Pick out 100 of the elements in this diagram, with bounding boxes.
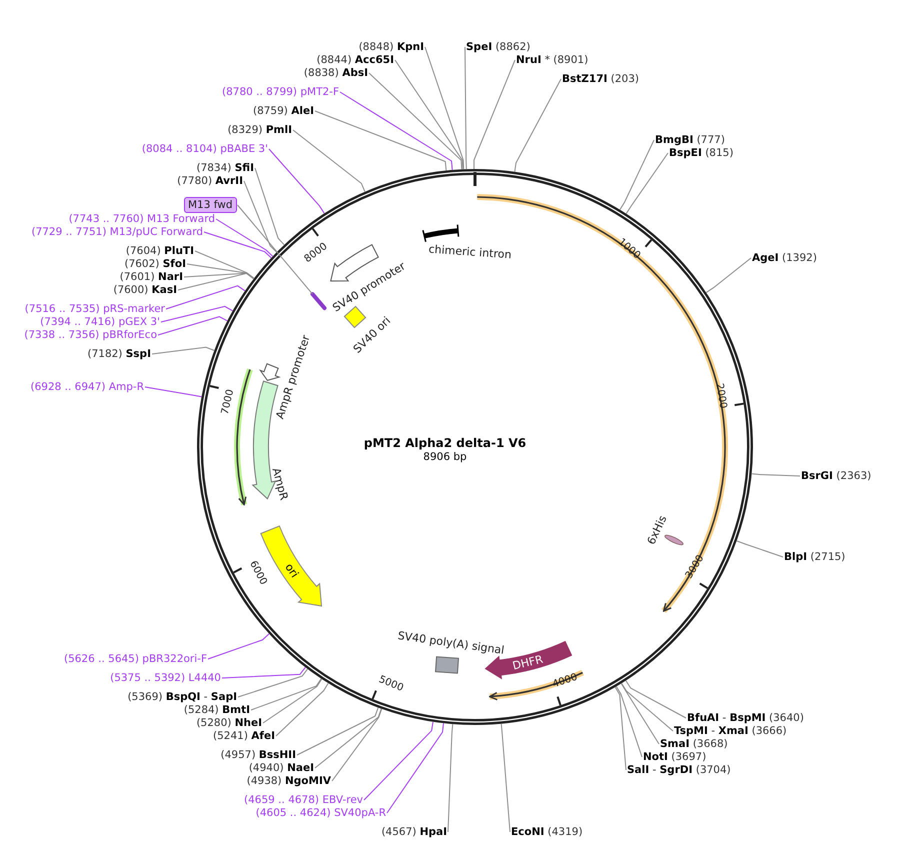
restriction-site-label: (7600) KasI: [113, 284, 177, 296]
restriction-site-label: (7601) NarI: [120, 271, 183, 283]
leader-line: [250, 678, 322, 710]
restriction-site-label: BfuAI - BspMI (3640): [687, 712, 804, 724]
leader-line: [751, 473, 800, 476]
leader-line: [474, 60, 516, 170]
primer-tag: M13 fwd: [184, 197, 237, 213]
scale-number: 5000: [377, 674, 406, 694]
leader-line: [144, 386, 202, 398]
leader-line: [448, 724, 454, 832]
leader-line: [314, 708, 382, 768]
leader-line: [314, 110, 447, 171]
restriction-site-label: EcoNI (4319): [511, 826, 583, 838]
leader-line: [262, 678, 322, 724]
restriction-site-label: (5369) BspQI - SapI: [128, 691, 237, 703]
restriction-site-label: BstZ17I (203): [562, 73, 639, 85]
primer-label: (5375 .. 5392) L4440: [110, 672, 221, 684]
restriction-site-label: BspEI (815): [669, 147, 734, 159]
leader-line: [706, 258, 752, 294]
leader-line: [160, 306, 234, 322]
leader-line: [238, 668, 308, 698]
restriction-site-label: AgeI (1392): [752, 252, 817, 264]
leader-line: [626, 152, 668, 214]
primer-label: (8780 .. 8799) pMT2-F: [222, 86, 339, 98]
leader-line: [237, 204, 313, 295]
restriction-site-label: (5284) BmtI: [184, 704, 250, 716]
primer-label: (5626 .. 5645) pBR322ori-F: [64, 653, 207, 665]
restriction-site-label: (7182) SspI: [87, 348, 151, 360]
restriction-site-label: (7834) SfiI: [196, 162, 254, 174]
leader-line: [222, 666, 306, 678]
restriction-site-label: (8329) PmlI: [228, 124, 292, 136]
restriction-site-label: (7604) PluTI: [126, 245, 194, 257]
leader-line: [296, 707, 379, 756]
restriction-site-label: NotI (3697): [643, 751, 706, 763]
leader-line: [514, 78, 562, 172]
leader-line: [619, 140, 654, 210]
leader-line: [244, 180, 278, 253]
leader-line: [186, 264, 254, 280]
primer-binding-mark: [310, 292, 326, 310]
leader-line: [332, 708, 382, 782]
leader-line: [464, 46, 467, 170]
primer-label: (7394 .. 7416) pGEX 3': [40, 316, 160, 328]
leader-line: [386, 722, 444, 814]
leader-line: [268, 148, 325, 214]
primer-label: (7516 .. 7535) pRS-marker: [24, 303, 165, 315]
restriction-site-label: (5241) AfeI: [213, 730, 275, 742]
leader-line: [158, 316, 228, 336]
restriction-site-label: SpeI (8862): [466, 41, 530, 53]
leader-line: [254, 168, 285, 246]
primer-label: (7729 .. 7751) M13/pUC Forward: [31, 226, 203, 238]
leader-line: [340, 92, 453, 170]
restriction-site-label: (4940) NaeI: [248, 762, 314, 774]
leader-line: [364, 721, 434, 800]
scale-number: 7000: [220, 388, 236, 416]
leader-line: [625, 680, 686, 718]
leader-line: [736, 540, 784, 558]
restriction-site-label: (8848) KpnI: [358, 41, 424, 53]
restriction-site-label: (4567) HpaI: [381, 826, 447, 838]
leader-line: [276, 682, 329, 736]
leader-line: [194, 250, 255, 279]
leader-line: [616, 686, 642, 758]
restriction-site-label: BsrGI (2363): [801, 470, 872, 482]
restriction-site-label: (5280) NheI: [196, 717, 262, 729]
restriction-site-label: (8838) AbsI: [304, 67, 368, 79]
restriction-site-label: NruI* (8901): [516, 54, 588, 66]
leader-line: [394, 60, 464, 170]
primer-label: (6928 .. 6947) Amp-R: [30, 381, 144, 393]
leader-line: [208, 633, 270, 660]
leader-line: [178, 272, 254, 290]
leader-line: [204, 232, 272, 258]
restriction-site-label: (4957) BssHII: [220, 749, 296, 761]
leader-line: [424, 46, 464, 170]
restriction-site-label: (8844) Acc65I: [316, 54, 394, 66]
restriction-site-label: TspMI - XmaI (3666): [674, 725, 787, 737]
leader-line: [500, 723, 510, 832]
restriction-site-label: (7780) AvrII: [177, 175, 243, 187]
primer-label: (7338 .. 7356) pBRforEco: [24, 329, 157, 341]
tag-feature: 6xHis: [644, 513, 684, 547]
plasmid-size: 8906 bp: [423, 451, 467, 463]
restriction-site-label: (8759) AleI: [252, 105, 314, 117]
restriction-site-label: (4938) NgoMIV: [246, 775, 331, 787]
primer-label: (4605 .. 4624) SV40pA-R: [256, 807, 386, 819]
leader-line: [621, 682, 674, 732]
leader-line: [166, 285, 246, 310]
leader-line: [184, 272, 254, 280]
restriction-site-label: SmaI (3668): [660, 738, 728, 750]
restriction-site-label: BmgBI (777): [655, 134, 725, 146]
leader-line: [152, 346, 215, 354]
intron-bar: chimeric intron: [422, 224, 512, 262]
primer-label: (4659 .. 4678) EBV-rev: [244, 794, 363, 806]
scale-number: 2000: [713, 382, 728, 410]
leader-line: [368, 72, 462, 170]
primer-label: (7743 .. 7760) M13 Forward: [68, 213, 215, 225]
leader-line: [292, 130, 366, 192]
restriction-site-label: SalI - SgrDI (3704): [627, 764, 731, 776]
leader-line: [614, 686, 626, 770]
restriction-site-label: (7602) SfoI: [124, 258, 186, 270]
plasmid-title: pMT2 Alpha2 delta-1 V6: [364, 436, 526, 450]
restriction-site-label: BlpI (2715): [784, 551, 846, 563]
primer-label: (8084 .. 8104) pBABE 3': [142, 143, 268, 155]
